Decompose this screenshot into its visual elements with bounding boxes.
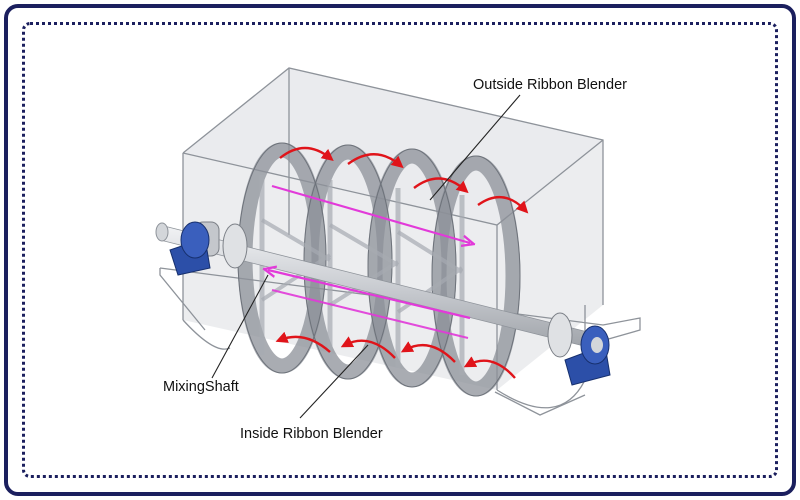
axial-flow-arrows xyxy=(268,184,470,339)
inner-dotted-border xyxy=(22,22,778,478)
outside-ribbon-label: Outside Ribbon Blender xyxy=(473,77,627,93)
right-bearing xyxy=(564,325,611,386)
outside-ribbon-leader xyxy=(429,94,521,201)
mixing-shaft-label: MixingShaft xyxy=(163,379,239,395)
mixing-shaft-leader xyxy=(211,274,269,379)
rotation-arrows xyxy=(275,146,529,379)
inside-ribbon-leader xyxy=(299,344,369,419)
inside-ribbon-label: Inside Ribbon Blender xyxy=(240,426,383,442)
left-bearing xyxy=(169,221,211,276)
outer-frame-border xyxy=(4,4,796,496)
